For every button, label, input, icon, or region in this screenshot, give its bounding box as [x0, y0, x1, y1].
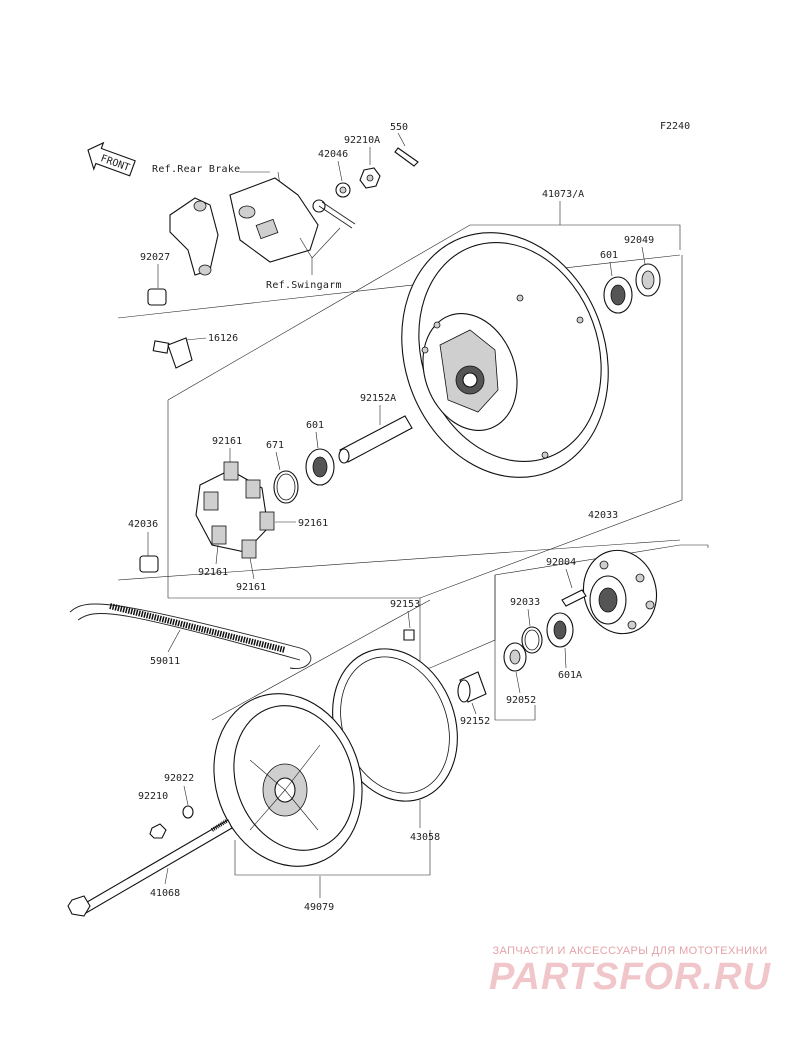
part-41073A: 41073/A	[542, 189, 584, 200]
part-92022: 92022	[164, 773, 194, 784]
part-49079: 49079	[304, 902, 334, 913]
sprocket-hub	[583, 549, 657, 635]
part-16126-icon	[152, 337, 193, 369]
part-43058: 43058	[410, 832, 440, 843]
ref-swingarm-label: Ref.Swingarm	[266, 280, 342, 291]
part-92152: 92152	[460, 716, 490, 727]
part-92161-top: 92161	[212, 436, 242, 447]
part-42033: 42033	[588, 510, 618, 521]
part-92004: 92004	[546, 557, 576, 568]
part-92161-bottom: 92161	[236, 582, 266, 593]
part-92210: 92210	[138, 791, 168, 802]
watermark-logo: PARTSFOR.RU	[489, 956, 771, 998]
rear-pulley	[213, 693, 363, 867]
drive-belt	[69, 603, 312, 669]
ref-rear-brake-label: Ref.Rear Brake	[152, 164, 241, 175]
part-601-top: 601	[600, 250, 618, 261]
part-92210A: 92210A	[344, 135, 380, 146]
part-59011: 59011	[150, 656, 180, 667]
part-92152-icon	[457, 671, 487, 703]
part-42046: 42046	[318, 149, 348, 160]
front-arrow-icon: FRONT	[87, 141, 136, 177]
site-watermark: ЗАПЧАСТИ И АКСЕССУАРЫ ДЛЯ МОТОТЕХНИКИ PA…	[470, 945, 790, 997]
part-92027: 92027	[140, 252, 170, 263]
part-550: 550	[390, 122, 408, 133]
pulley-ring	[332, 648, 458, 802]
part-41068: 41068	[150, 888, 180, 899]
damper-rubbers	[195, 461, 275, 559]
part-92152A-icon	[338, 415, 413, 464]
part-16126: 16126	[208, 333, 238, 344]
part-601-mid: 601	[306, 420, 324, 431]
part-601A: 601A	[558, 670, 582, 681]
brake-bracket	[169, 177, 319, 276]
watermark-tagline: ЗАПЧАСТИ И АКСЕССУАРЫ ДЛЯ МОТОТЕХНИКИ	[492, 945, 768, 957]
part-92049: 92049	[624, 235, 654, 246]
part-92153: 92153	[390, 599, 420, 610]
part-92161-left: 92161	[198, 567, 228, 578]
part-42036: 42036	[128, 519, 158, 530]
part-92033: 92033	[510, 597, 540, 608]
rear-wheel-rim	[401, 232, 609, 478]
part-92161-right: 92161	[298, 518, 328, 529]
part-92052: 92052	[506, 695, 536, 706]
part-92152A: 92152A	[360, 393, 396, 404]
rear-axle	[67, 818, 233, 917]
part-671: 671	[266, 440, 284, 451]
figure-code: F2240	[660, 121, 690, 132]
